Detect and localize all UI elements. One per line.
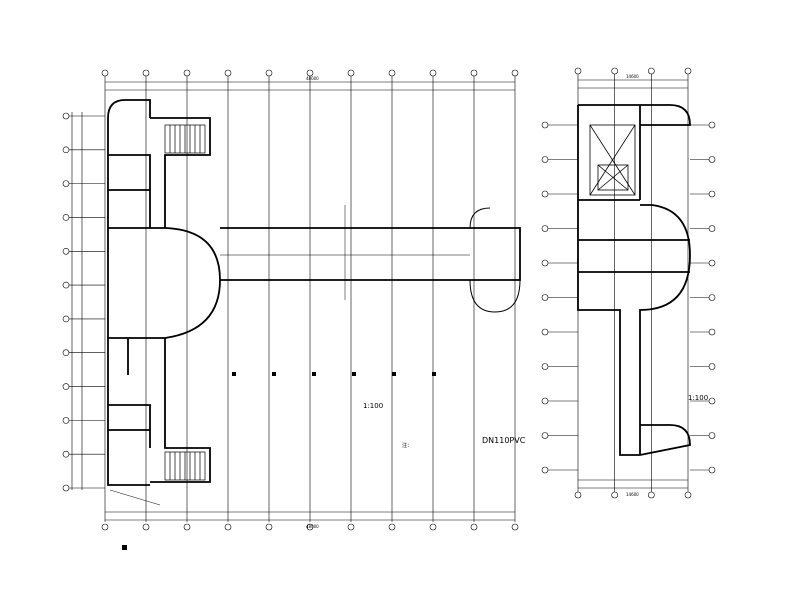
- left-column-grid-bubble: [142, 523, 150, 531]
- right-row-grid-bubble: [708, 156, 716, 163]
- left-row-grid-bubble: [62, 146, 70, 154]
- left-column-grid-bubble: [265, 523, 273, 531]
- left-row-grid-bubble: [62, 214, 70, 221]
- left-plan-title: 1:100: [363, 402, 383, 410]
- right-row-grid-bubble: [541, 121, 549, 129]
- left-column-grid-bubble: [224, 523, 232, 531]
- left-building-outline: [107, 99, 521, 486]
- left-column-grid-bubble: [101, 523, 109, 531]
- left-stair-top: [164, 124, 206, 154]
- right-column-grid-bubble: [574, 67, 582, 75]
- right-row-grid-bubble: [541, 259, 549, 267]
- left-column-grid-bubble: [470, 69, 478, 77]
- left-column-grid: [101, 69, 519, 531]
- left-column-grid-bubble: [347, 523, 355, 531]
- left-stair-bottom: [164, 451, 206, 481]
- right-row-grid-bubble: [541, 432, 549, 439]
- right-row-grid-bubble: [708, 259, 716, 267]
- right-column-grid-bubble: [574, 491, 582, 499]
- right-row-grid-bubble: [541, 225, 549, 232]
- right-column-grid-bubble: [648, 491, 655, 499]
- left-row-grid-bubble: [62, 383, 70, 390]
- left-column-grid-bubble: [183, 523, 191, 531]
- left-column-grid-bubble: [388, 523, 396, 531]
- left-row-grid-bubble: [62, 450, 70, 458]
- right-row-grid-bubble: [541, 363, 549, 370]
- left-row-grid-bubble: [62, 112, 70, 120]
- right-row-grid-bubble: [708, 328, 716, 336]
- right-column-grid: [574, 67, 692, 499]
- left-row-grid-bubble: [62, 180, 70, 187]
- right-plan-title: 1:100: [688, 394, 708, 402]
- right-top-dim-total: 14600: [626, 74, 639, 79]
- right-row-grid-bubble: [541, 190, 549, 198]
- left-fixture-marks: [122, 372, 436, 550]
- right-row-grid-bubble: [541, 397, 549, 405]
- left-row-grid-bubble: [62, 281, 70, 289]
- right-row-grid-bubble: [541, 466, 549, 474]
- right-row-grid-bubble: [708, 432, 716, 439]
- right-building-outline: [577, 104, 691, 456]
- left-column-grid-bubble: [306, 523, 314, 531]
- left-row-grid-bubble: [62, 315, 70, 323]
- left-round-bay: [469, 207, 521, 313]
- left-column-grid-bubble: [265, 69, 273, 77]
- left-side-dimension-line: [71, 112, 83, 490]
- left-column-grid-bubble: [142, 69, 150, 77]
- left-column-grid-bubble: [429, 523, 437, 531]
- left-row-grid-bubble: [62, 417, 70, 424]
- right-stair-box: [589, 124, 636, 196]
- right-top-dimension-line: [578, 79, 688, 89]
- right-row-grid: [541, 121, 716, 474]
- right-bottom-dim-total: 14600: [626, 492, 639, 497]
- right-row-grid-bubble: [708, 363, 716, 370]
- left-floor-plan: [62, 69, 521, 550]
- left-column-grid-bubble: [224, 69, 232, 77]
- right-column-grid-bubble: [684, 491, 692, 499]
- right-row-grid-bubble: [708, 225, 716, 232]
- left-column-grid-bubble: [470, 523, 478, 531]
- right-row-grid-bubble: [541, 294, 549, 301]
- right-column-grid-bubble: [648, 67, 655, 75]
- right-column-grid-bubble: [611, 67, 618, 75]
- right-row-grid-bubble: [708, 466, 716, 474]
- note-prefix: 注：: [402, 442, 412, 449]
- left-column-grid-bubble: [306, 69, 314, 77]
- right-row-grid-bubble: [541, 328, 549, 336]
- right-bottom-dimension-line: [578, 479, 688, 489]
- left-column-grid-bubble: [101, 69, 109, 77]
- left-row-grid: [62, 112, 105, 492]
- note-pipe: DN110PVC: [482, 436, 526, 445]
- right-row-grid-bubble: [708, 397, 716, 405]
- right-row-grid-bubble: [541, 156, 549, 163]
- left-row-grid-bubble: [62, 247, 70, 255]
- left-top-dim-total: 48000: [306, 76, 319, 81]
- left-column-grid-bubble: [388, 69, 396, 77]
- left-column-grid-bubble: [183, 69, 191, 77]
- right-row-grid-bubble: [708, 121, 716, 129]
- right-column-grid-bubble: [684, 67, 692, 75]
- right-floor-plan: [541, 67, 716, 499]
- left-row-grid-bubble: [62, 484, 70, 492]
- right-row-grid-bubble: [708, 294, 716, 301]
- left-column-grid-bubble: [347, 69, 355, 77]
- right-column-grid-bubble: [611, 491, 618, 499]
- left-column-grid-bubble: [511, 523, 519, 531]
- left-row-grid-bubble: [62, 349, 70, 357]
- left-bottom-dim-total: 48000: [306, 524, 319, 529]
- left-pipe-lines: [109, 205, 470, 506]
- left-column-grid-bubble: [429, 69, 437, 77]
- left-column-grid-bubble: [511, 69, 519, 77]
- right-row-grid-bubble: [708, 190, 716, 198]
